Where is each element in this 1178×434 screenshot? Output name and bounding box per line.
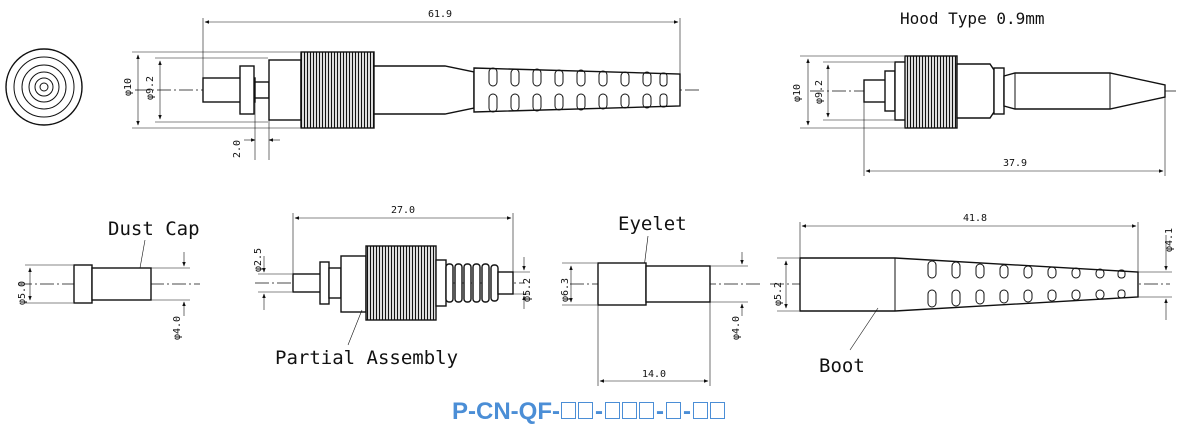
code-box [638, 402, 654, 419]
eyelet-inner-dia: φ4.0 [731, 316, 742, 340]
dust-cap-view: Dust Cap φ5.0 φ4.0 [17, 218, 200, 340]
main-inner-dia: φ9.2 [145, 76, 156, 100]
part-code-group-3 [665, 398, 682, 426]
partial-ferrule-dia: φ2.5 [253, 248, 264, 272]
dust-cap-outer-dia: φ5.0 [17, 281, 28, 305]
main-connector-view: 61.9 φ10 φ9.2 2.0 [123, 9, 700, 160]
code-box [560, 402, 576, 419]
boot-length-dim: 41.8 [963, 213, 987, 224]
code-box [665, 402, 681, 419]
partial-length-dim: 27.0 [391, 205, 415, 216]
dust-cap-inner-dia: φ4.0 [172, 316, 183, 340]
partial-assembly-label: Partial Assembly [275, 347, 458, 369]
part-code-separator: - [682, 398, 691, 425]
dust-cap-label: Dust Cap [108, 218, 200, 240]
boot-large-dia: φ5.2 [773, 282, 784, 306]
part-code-separator: - [655, 398, 664, 425]
boot-label: Boot [819, 355, 865, 377]
part-code-group-1 [560, 398, 594, 426]
main-outer-dia: φ10 [123, 78, 134, 96]
hood-title: Hood Type 0.9mm [900, 9, 1045, 28]
hood-length-dim: 37.9 [1003, 158, 1027, 169]
partial-body-dia: φ5.2 [522, 278, 533, 302]
eyelet-view: Eyelet φ6.3 φ4.0 14.0 [560, 213, 760, 386]
part-number-code: P-CN-QF- - - - [0, 398, 1178, 426]
boot-view: 41.8 φ5.2 φ4.1 Boot [770, 213, 1175, 377]
code-box [709, 402, 725, 419]
eyelet-label: Eyelet [618, 213, 687, 235]
code-box [621, 402, 637, 419]
part-code-group-4 [692, 398, 726, 426]
boot-small-dia: φ4.1 [1164, 228, 1175, 252]
hood-type-view: Hood Type 0.9mm φ10 φ9.2 37.9 [792, 9, 1178, 176]
eyelet-outer-dia: φ6.3 [560, 278, 571, 302]
code-box [577, 402, 593, 419]
hood-outer-dia: φ10 [792, 84, 803, 102]
code-box [604, 402, 620, 419]
end-view [5, 48, 83, 126]
part-code-separator: - [594, 398, 603, 425]
partial-assembly-view: 27.0 φ2.5 φ5.2 Partial Assembly [253, 205, 533, 369]
main-small-dim: 2.0 [232, 140, 243, 158]
main-length-dim: 61.9 [428, 9, 452, 20]
eyelet-length-dim: 14.0 [642, 369, 666, 380]
hood-inner-dia: φ9.2 [814, 80, 825, 104]
part-number-prefix: P-CN-QF- [452, 398, 560, 425]
part-code-group-2 [604, 398, 655, 426]
code-box [692, 402, 708, 419]
